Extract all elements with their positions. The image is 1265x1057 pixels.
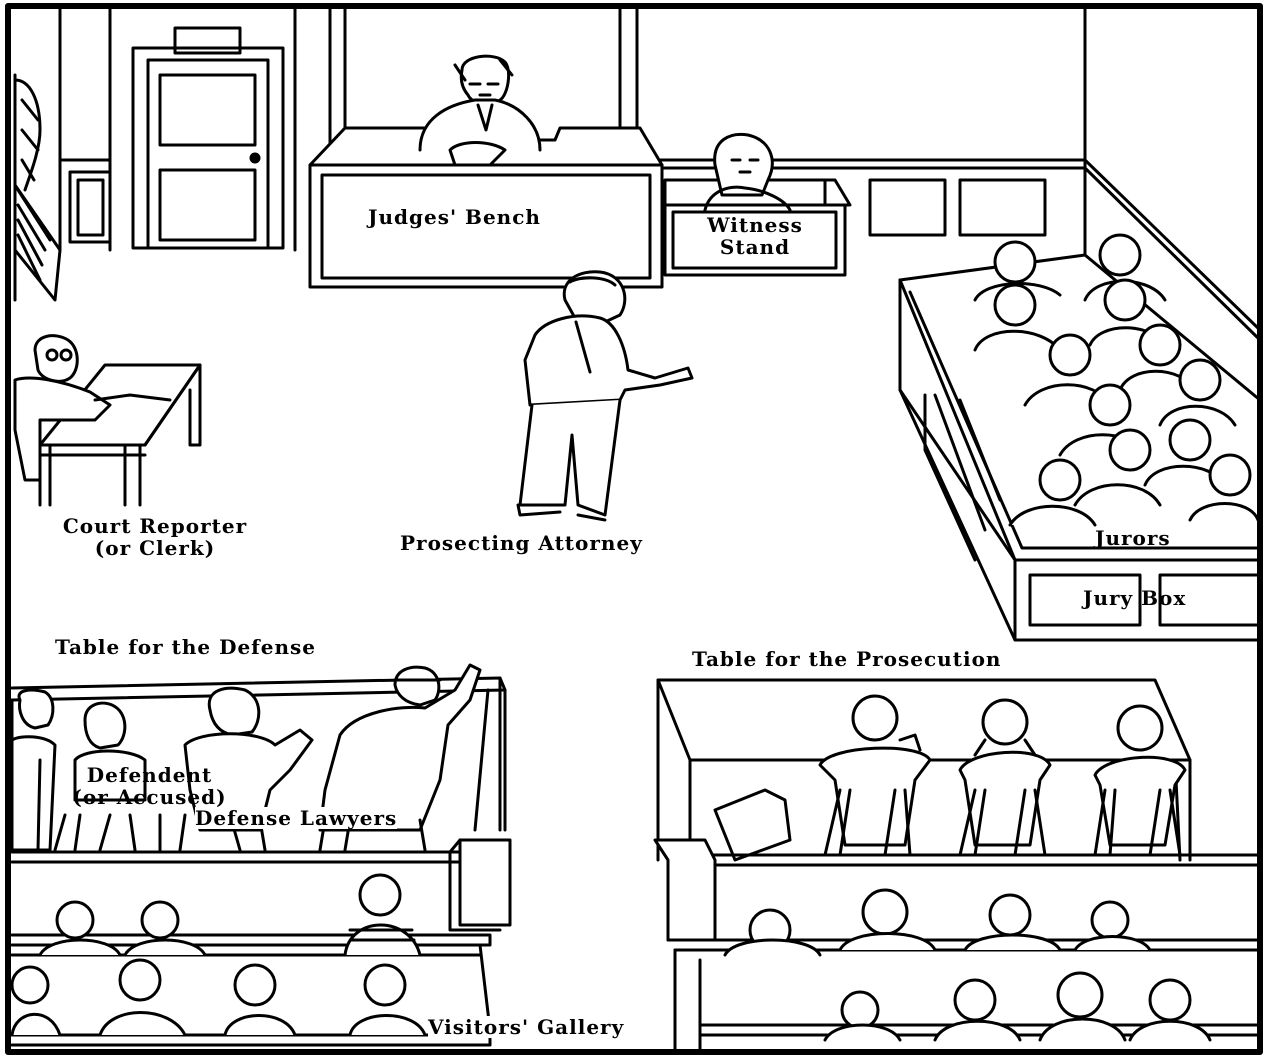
label-witness-stand: Witness Stand [690, 214, 820, 258]
label-court-reporter-line2: (or Clerk) [94, 536, 216, 560]
prosecution-table [658, 680, 1190, 860]
gallery-benches-left [12, 840, 510, 1045]
label-table-for-the-defense: Table for the Defense [55, 635, 317, 659]
prosecution-chairs [825, 790, 1180, 855]
label-table-for-the-prosecution: Table for the Prosecution [692, 647, 1002, 671]
defense-figures [12, 665, 480, 850]
courtroom-door [133, 28, 283, 248]
label-court-reporter: Court Reporter (or Clerk) [35, 515, 275, 559]
label-defense-lawyers: Defense Lawyers [195, 806, 398, 830]
label-prosecuting-attorney: Prosecting Attorney [400, 531, 643, 555]
visitors-right [725, 890, 1210, 1040]
label-defendant: Defendent (or Accused) [52, 764, 247, 808]
visitors-left [12, 875, 425, 1035]
judge-figure [420, 56, 540, 165]
court-reporter-desk [40, 365, 200, 505]
label-visitors-gallery: Visitors' Gallery [428, 1015, 625, 1039]
label-jurors: Jurors [1095, 526, 1171, 550]
label-defendant-line2: (or Accused) [72, 785, 227, 809]
label-jury-box: Jury Box [1083, 586, 1187, 610]
label-court-reporter-line1: Court Reporter [62, 514, 248, 538]
label-witness-stand-line1: Witness [707, 213, 803, 237]
jurors-group [975, 235, 1258, 525]
label-witness-stand-line2: Stand [719, 235, 791, 259]
label-judges-bench: Judges' Bench [368, 205, 541, 229]
flag [15, 75, 60, 300]
prosecuting-attorney-figure [518, 272, 692, 520]
label-defendant-line1: Defendent [86, 763, 213, 787]
witness-figure [705, 134, 790, 210]
jury-box [900, 255, 1260, 640]
prosecution-figures [820, 696, 1185, 845]
court-reporter-figure [15, 336, 170, 480]
